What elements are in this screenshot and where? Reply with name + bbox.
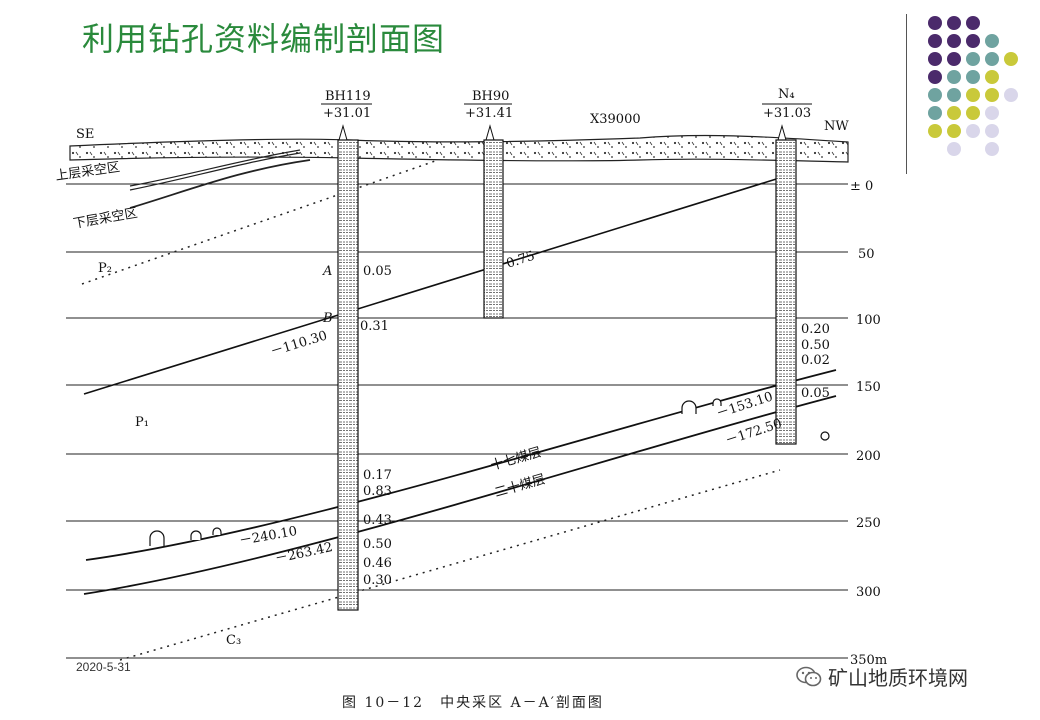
dot [947, 52, 961, 66]
dot [966, 16, 980, 30]
dot [947, 88, 961, 102]
bh119-value: 0.43 [363, 513, 392, 528]
depth-tick: 100 [856, 313, 881, 328]
wechat-icon [796, 666, 822, 686]
dot [985, 142, 999, 156]
dot [985, 52, 999, 66]
dot [985, 124, 999, 138]
depth-lines [66, 183, 848, 659]
dot [1004, 88, 1018, 102]
bh119-id: BH119 [325, 89, 371, 104]
dot [985, 88, 999, 102]
slide-title: 利用钻孔资料编制剖面图 [82, 20, 446, 58]
dot [985, 106, 999, 120]
dot [966, 52, 980, 66]
decorative-dots [920, 12, 1030, 162]
depth-tick: 50 [858, 247, 875, 262]
lower-goaf-label: 下层采空区 [72, 206, 139, 232]
bh119-elev: +31.01 [323, 106, 371, 121]
watermark: 矿山地质环境网 [796, 662, 968, 691]
dot [947, 70, 961, 84]
dot [966, 106, 980, 120]
bh119-value: 0.17 [363, 468, 392, 483]
dot [928, 124, 942, 138]
c3-boundary [119, 469, 781, 661]
bh119-value: 0.05 [363, 264, 392, 279]
seam17-label: 十七煤层 [489, 445, 543, 474]
bh119-value: 0.31 [360, 319, 389, 334]
dot [966, 70, 980, 84]
depth-tick: 150 [856, 380, 881, 395]
dot [947, 124, 961, 138]
depth-tick: 200 [856, 449, 881, 464]
se-label: SE [76, 127, 94, 142]
depth-tick: ± 0 [850, 179, 873, 194]
lower-goaf-line [129, 159, 311, 209]
dot [966, 124, 980, 138]
seam20-label: 二十煤层 [493, 472, 547, 501]
dot [928, 16, 942, 30]
n4-id: N₄ [778, 87, 795, 102]
bh119-value: 0.50 [363, 537, 392, 552]
dot [947, 142, 961, 156]
dot [966, 88, 980, 102]
bh119-value: 0.46 [363, 556, 392, 571]
title-divider [906, 14, 907, 174]
dot [947, 34, 961, 48]
depth-tick: 250 [856, 516, 881, 531]
upper-goaf-line [129, 152, 301, 191]
elevation-label: －240.10 [238, 524, 298, 549]
elevation-label: －172.50 [724, 416, 784, 448]
n4-value: 0.05 [801, 386, 830, 401]
borehole-bh119 [321, 103, 372, 611]
upper-goaf-label: 上层采空区 [54, 160, 120, 184]
bh119-value: 0.30 [363, 573, 392, 588]
bh119-label-b: B [322, 311, 333, 326]
p1-label: P₁ [135, 415, 149, 430]
bh119-label-a: A [322, 264, 332, 279]
depth-tick: 300 [856, 585, 881, 600]
surface-soil [69, 134, 849, 163]
nw-label: NW [824, 119, 849, 134]
dot [928, 70, 942, 84]
dot [985, 34, 999, 48]
elevation-label: －263.42 [274, 540, 334, 567]
n4-value: 0.20 [801, 322, 830, 337]
coord-label: X39000 [590, 112, 641, 127]
upper-goaf-line [129, 149, 301, 187]
dot [1004, 52, 1018, 66]
dot [928, 106, 942, 120]
dot [928, 88, 942, 102]
n4-value: 0.02 [801, 353, 830, 368]
seam17-line [85, 369, 837, 561]
bh90-id: BH90 [472, 89, 509, 104]
dot [985, 70, 999, 84]
n4-elev: +31.03 [763, 106, 811, 121]
dot [928, 34, 942, 48]
dot [947, 16, 961, 30]
borehole-n4 [762, 103, 812, 445]
n4-value: 0.50 [801, 338, 830, 353]
figure-caption: 图 10－12 中央采区 A－A′剖面图 [342, 695, 604, 711]
dot [928, 52, 942, 66]
depth-tick: 350m [850, 653, 887, 668]
slide-date: 2020-5-31 [76, 660, 131, 674]
dot [966, 34, 980, 48]
dot [947, 106, 961, 120]
bh119-value: 0.83 [363, 484, 392, 499]
bh90-elev: +31.41 [465, 106, 513, 121]
c3-label: C₃ [226, 633, 241, 648]
old-workings [149, 398, 830, 546]
p2-label: P₂ [98, 261, 112, 276]
borehole-bh90 [464, 103, 512, 319]
stratum-line [83, 175, 787, 395]
seam20-line [83, 395, 837, 595]
watermark-text: 矿山地质环境网 [828, 666, 968, 690]
